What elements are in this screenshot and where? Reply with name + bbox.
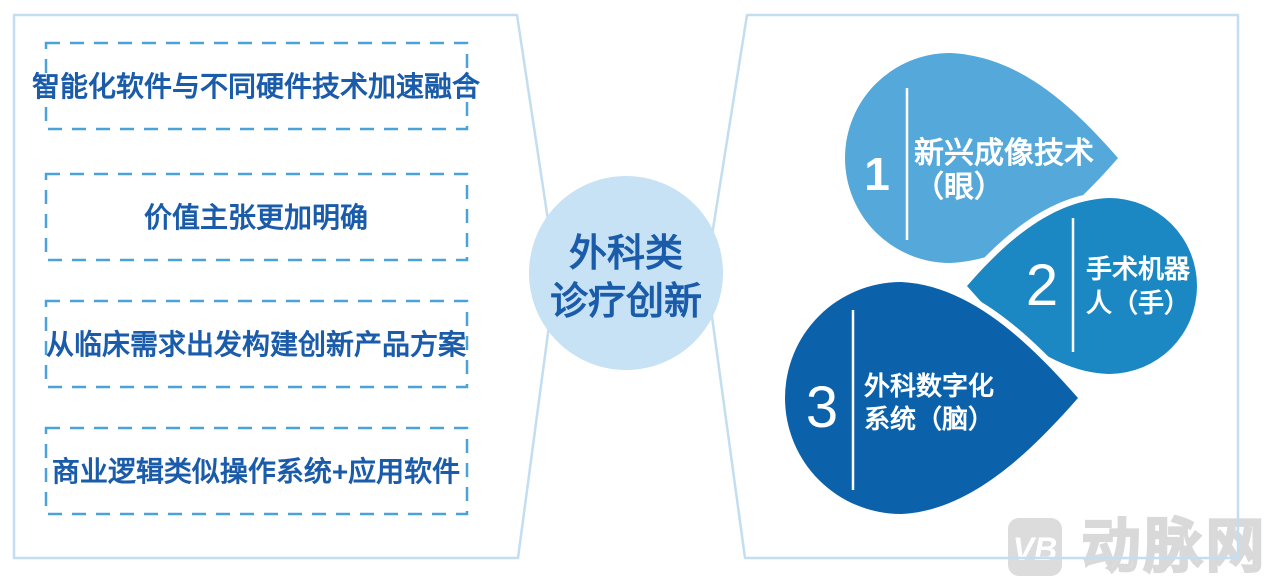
center-circle-group: 外科类 诊疗创新 xyxy=(529,176,723,370)
drop-3-label-line1: 外科数字化 xyxy=(864,371,994,401)
left-panel-outline xyxy=(12,13,558,560)
box-label: 价值主张更加明确 xyxy=(144,201,368,233)
feature-box-3: 从临床需求出发构建创新产品方案 xyxy=(44,299,469,389)
center-title-line2: 诊疗创新 xyxy=(550,281,702,323)
drop-3-shape xyxy=(785,282,1078,514)
feature-box-1: 智能化软件与不同硬件技术加速融合 xyxy=(32,41,481,131)
dashed-box xyxy=(44,172,469,262)
drop-1-number: 1 xyxy=(864,148,890,200)
dashed-box xyxy=(44,426,469,516)
dashed-box xyxy=(44,41,469,131)
drop-3-number: 3 xyxy=(806,375,838,440)
box-label: 从临床需求出发构建创新产品方案 xyxy=(46,328,467,360)
drop-2-shape xyxy=(967,198,1197,374)
center-circle xyxy=(529,176,723,370)
drop-3-label-line2: 系统（脑） xyxy=(864,404,994,434)
watermark-text: 动脉网 xyxy=(1082,514,1268,579)
drop-2-label-line2: 人（手） xyxy=(1086,288,1190,318)
feature-box-4: 商业逻辑类似操作系统+应用软件 xyxy=(44,426,469,516)
drop-1-label-line1: 新兴成像技术 xyxy=(914,137,1094,170)
vb-logo-text: VB xyxy=(1013,531,1057,567)
vb-logo xyxy=(1008,518,1062,576)
center-title-line1: 外科类 xyxy=(569,233,683,275)
drop-2-label-line1: 手术机器 xyxy=(1086,254,1191,284)
dashed-box xyxy=(44,299,469,389)
drop-2-number: 2 xyxy=(1026,253,1058,318)
box-label: 智能化软件与不同硬件技术加速融合 xyxy=(32,70,481,102)
drop-3: 3 外科数字化 系统（脑） xyxy=(778,275,1087,521)
watermark: VB 动脉网 xyxy=(1008,513,1268,580)
feature-box-2: 价值主张更加明确 xyxy=(44,172,469,262)
drop-1-label-line2: （眼） xyxy=(914,170,1004,204)
box-label: 商业逻辑类似操作系统+应用软件 xyxy=(52,455,460,487)
drop-2: 2 手术机器 人（手） xyxy=(958,191,1204,381)
